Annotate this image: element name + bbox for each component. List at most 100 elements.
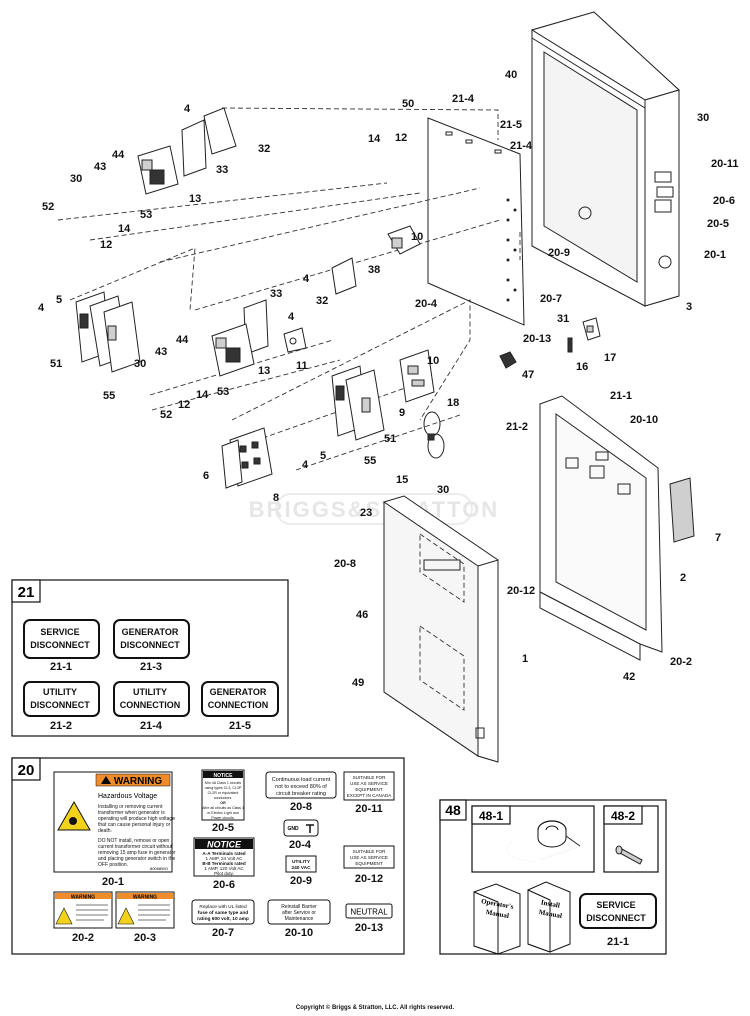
callout-2: 2: [680, 572, 686, 584]
callout-12: 12: [178, 399, 190, 411]
callout-20-10: 20-10: [630, 414, 658, 426]
svg-text:not to exceed 80% of: not to exceed 80% of: [275, 784, 327, 790]
callout-43: 43: [155, 346, 167, 358]
breaker-part-13-upper: [137, 145, 179, 195]
decal-21-1-kit: SERVICE DISCONNECT 21-1: [579, 893, 657, 948]
svg-text:NOTICE: NOTICE: [207, 840, 242, 850]
callout-51: 51: [384, 433, 396, 445]
breaker-part-51-center: [331, 365, 385, 441]
callout-44: 44: [176, 334, 189, 346]
decal-21-5: GENERATOR CONNECTION 21-5: [201, 681, 279, 732]
svg-text:21-4: 21-4: [140, 720, 163, 732]
svg-text:UTILITY: UTILITY: [43, 687, 77, 697]
svg-text:DISCONNECT: DISCONNECT: [30, 640, 90, 650]
svg-text:NOTICE: NOTICE: [214, 773, 234, 779]
svg-text:EQUIPMENT: EQUIPMENT: [355, 787, 383, 792]
callout-30: 30: [70, 173, 82, 185]
decal-20-5: NOTICE Min 4A Class 1 circuits using typ…: [201, 769, 245, 834]
callout-46: 46: [356, 609, 368, 621]
callout-49: 49: [352, 677, 364, 689]
callout-33: 33: [270, 288, 282, 300]
svg-text:transformer when generator is: transformer when generator is: [98, 810, 165, 816]
callout-20-8: 20-8: [334, 558, 356, 570]
svg-text:USE AS SERVICE: USE AS SERVICE: [350, 781, 388, 786]
callout-53: 53: [140, 209, 152, 221]
kit-item-48-2: 48-2: [603, 805, 659, 873]
callout-47: 47: [522, 369, 534, 381]
decal-20-8: Continuous load current not to exceed 80…: [265, 771, 337, 813]
callout-52: 52: [160, 409, 172, 421]
svg-text:Manual: Manual: [485, 908, 509, 920]
svg-text:20-8: 20-8: [290, 801, 312, 813]
current-transformer-part-18: [423, 411, 445, 459]
svg-text:20-3: 20-3: [134, 932, 156, 944]
callout-12: 12: [100, 239, 112, 251]
breaker-part-13-middle: [211, 323, 255, 377]
svg-text:Install: Install: [540, 898, 560, 909]
copyright-notice: Copyright © Briggs & Stratton, LLC. All …: [295, 1005, 455, 1011]
svg-text:CONNECTION: CONNECTION: [120, 700, 181, 710]
svg-text:Maintenance: Maintenance: [285, 916, 314, 922]
decal-21-2: UTILITY DISCONNECT 21-2: [23, 681, 100, 732]
callout-30: 30: [134, 358, 146, 370]
dead-front-part-2: [539, 395, 663, 661]
decal-21-3: GENERATOR DISCONNECT 21-3: [113, 619, 190, 673]
svg-text:A-A Terminals rated: A-A Terminals rated: [202, 851, 245, 856]
decal-20-4: GND 20-4: [283, 819, 319, 851]
svg-text:Hazardous Voltage: Hazardous Voltage: [98, 793, 157, 800]
callout-4: 4: [184, 103, 191, 115]
dashed-leaders: [57, 107, 521, 471]
callout-21-2: 21-2: [506, 421, 528, 433]
decal-20-11: SUITABLE FOR USE AS SERVICE EQUIPMENT EX…: [343, 771, 395, 815]
callout-4: 4: [302, 459, 309, 471]
decal-20-7: Replace with UL listed fuse of same type…: [191, 899, 255, 939]
svg-text:20-9: 20-9: [290, 875, 312, 887]
svg-text:removing 15 amp fuse in genera: removing 15 amp fuse in generator: [98, 850, 176, 856]
callout-4: 4: [288, 311, 295, 323]
svg-text:20-1: 20-1: [102, 876, 124, 888]
callout-14: 14: [118, 223, 131, 235]
callout-10: 10: [411, 231, 423, 243]
callout-4: 4: [38, 302, 45, 314]
callout-20-4: 20-4: [415, 298, 438, 310]
svg-text:DISCONNECT: DISCONNECT: [30, 700, 90, 710]
relay-part-38: [387, 225, 421, 255]
connector-part-47: [499, 351, 517, 369]
kit-item-48-1: 48-1: [471, 805, 595, 873]
decal-20-12: SUITABLE FOR USE AS SERVICE EQUIPMENT 20…: [343, 845, 395, 885]
callout-43: 43: [94, 161, 106, 173]
callout-13: 13: [258, 365, 270, 377]
callout-20-12: 20-12: [507, 585, 535, 597]
callout-18: 18: [447, 397, 459, 409]
callout-30: 30: [437, 484, 449, 496]
svg-text:UTILITY: UTILITY: [133, 687, 167, 697]
kit-group-48: 48 48-1 48-2 Operator's Manual: [439, 799, 667, 955]
callout-10: 10: [427, 355, 439, 367]
svg-text:Continuous load current: Continuous load current: [272, 777, 331, 783]
decal-20-1: WARNING Hazardous Voltage Installing or …: [53, 771, 176, 888]
callout-50: 50: [402, 98, 414, 110]
decal-21-1: SERVICE DISCONNECT 21-1: [23, 619, 100, 673]
callout-32: 32: [316, 295, 328, 307]
callout-21-5: 21-5: [500, 119, 522, 131]
svg-text:21-5: 21-5: [229, 720, 251, 732]
install-manual: Install Manual: [527, 881, 571, 953]
svg-text:21-3: 21-3: [140, 661, 162, 673]
decal-20-3: WARNING 20-3: [115, 891, 175, 944]
callout-13: 13: [189, 193, 201, 205]
enclosure-part-3: [530, 11, 680, 307]
svg-text:20-2: 20-2: [72, 932, 94, 944]
svg-text:Reinstall Barrier: Reinstall Barrier: [281, 904, 317, 910]
callout-23: 23: [360, 507, 372, 519]
svg-text:Pilot duty.: Pilot duty.: [214, 871, 234, 876]
svg-text:CL2R or equivalent: CL2R or equivalent: [208, 791, 239, 795]
svg-text:or Electric Light and: or Electric Light and: [207, 811, 239, 815]
svg-text:CONNECTION: CONNECTION: [208, 700, 269, 710]
svg-text:USE AS SERVICE: USE AS SERVICE: [350, 855, 388, 860]
terminal-block-part-8: [221, 427, 273, 489]
svg-text:SERVICE: SERVICE: [596, 900, 635, 910]
group-20-number: 20: [18, 762, 35, 779]
svg-text:Power circuits.: Power circuits.: [211, 816, 234, 820]
svg-text:GND: GND: [287, 826, 299, 832]
callout-20-9: 20-9: [548, 247, 570, 259]
